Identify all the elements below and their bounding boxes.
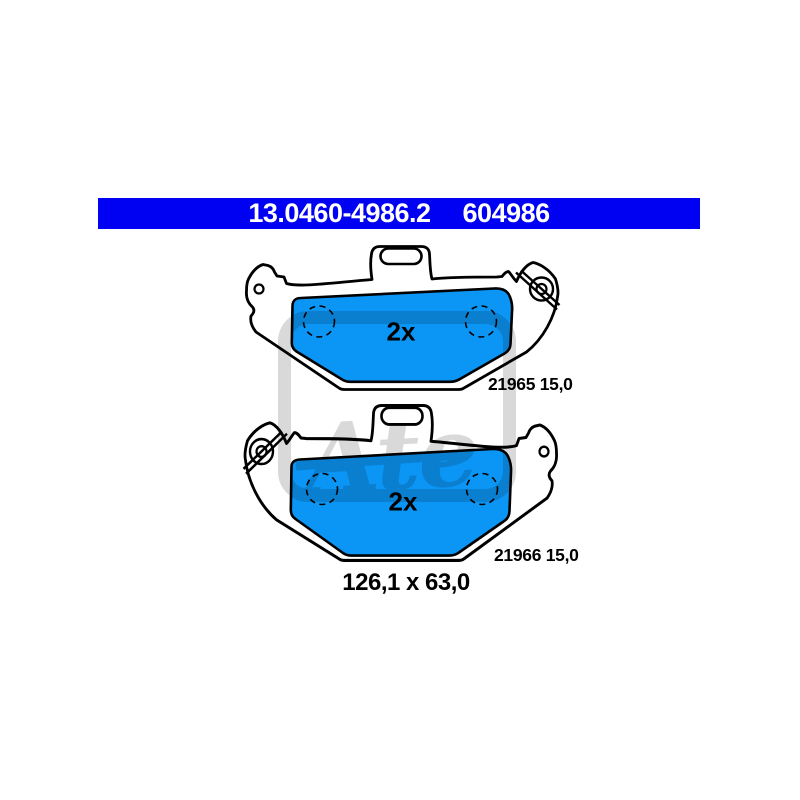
guide-tab-hole-1	[379, 247, 423, 266]
wear-indicator-pin-1b	[520, 269, 561, 306]
brake-pad-2	[242, 403, 558, 562]
ear-hole-2	[538, 445, 550, 458]
article-number: 604986	[462, 198, 551, 228]
part-label-pad2: 21966 15,0	[494, 545, 579, 565]
wear-indicator-pin-2b	[242, 430, 283, 470]
part-number: 13.0460-4986.2	[248, 198, 431, 228]
quantity-label-pad1: 2x	[386, 316, 416, 347]
part-number-banner: 13.0460-4986.2 604986	[98, 198, 700, 229]
wear-indicator-pin-1	[515, 271, 558, 311]
guide-tab-hole-2	[380, 406, 424, 426]
ear-hole-1	[253, 283, 265, 295]
part-label-pad1: 21965 15,0	[488, 374, 573, 394]
quantity-label-pad2: 2x	[388, 486, 418, 517]
pad-dimensions-label: 126,1 x 63,0	[342, 569, 470, 596]
